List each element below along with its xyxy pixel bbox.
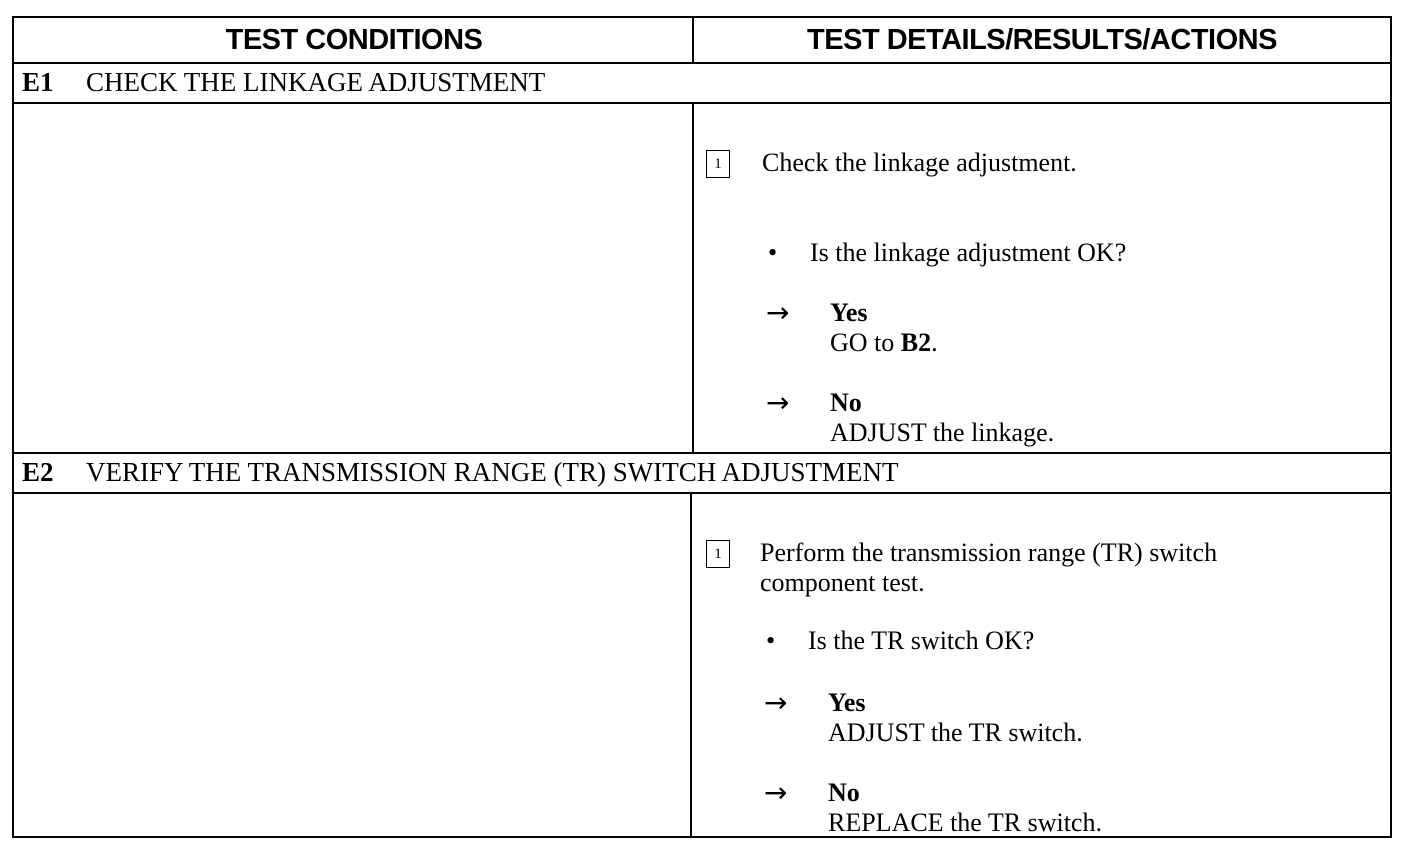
e2-no-arrow-icon: → xyxy=(764,776,788,809)
section-e1-divider xyxy=(14,102,1390,104)
e2-no-label: No xyxy=(828,778,860,807)
e2-yes-arrow-icon: → xyxy=(764,686,788,719)
e2-step-text-line-2: component test. xyxy=(760,568,925,597)
e1-yes-arrow-icon: → xyxy=(766,296,790,329)
e1-yes-action-prefix: GO to xyxy=(830,328,901,357)
column-header-test-details: TEST DETAILS/RESULTS/ACTIONS xyxy=(807,23,1277,56)
e2-yes-label: Yes xyxy=(828,688,866,717)
column-header-test-conditions: TEST CONDITIONS xyxy=(225,23,483,56)
section-e2-id: E2 xyxy=(22,456,54,487)
e1-step-text: Check the linkage adjustment. xyxy=(762,148,1077,177)
e2-step-text-line-1: Perform the transmission range (TR) swit… xyxy=(760,538,1218,567)
e2-step-number-box: 1 xyxy=(706,540,730,568)
e1-column-separator xyxy=(692,102,694,452)
e1-no-action: ADJUST the linkage. xyxy=(830,418,1055,447)
e1-bullet: • xyxy=(768,238,778,267)
section-e2-header: E2 VERIFY THE TRANSMISSION RANGE (TR) SW… xyxy=(22,454,899,490)
section-e2-divider xyxy=(14,492,1390,494)
e2-column-separator xyxy=(690,492,692,836)
e2-no-answer: No REPLACE the TR switch. xyxy=(828,778,1102,838)
header-column-separator xyxy=(692,18,694,62)
e2-step-text: Perform the transmission range (TR) swit… xyxy=(760,538,1217,598)
e1-no-answer: No ADJUST the linkage. xyxy=(830,388,1054,448)
e2-question: Is the TR switch OK? xyxy=(808,626,1035,655)
e1-yes-answer: Yes GO to B2. xyxy=(830,298,938,358)
e1-yes-action-target: B2 xyxy=(900,328,932,357)
section-e1-id: E1 xyxy=(22,66,54,97)
e2-yes-action: ADJUST the TR switch. xyxy=(828,718,1083,747)
e1-yes-action-suffix: . xyxy=(931,328,938,357)
e1-no-arrow-icon: → xyxy=(766,386,790,419)
e2-no-action: REPLACE the TR switch. xyxy=(828,808,1102,837)
e1-yes-label: Yes xyxy=(830,298,868,327)
section-e1-header: E1 CHECK THE LINKAGE ADJUSTMENT xyxy=(22,64,545,100)
test-table: TEST CONDITIONS TEST DETAILS/RESULTS/ACT… xyxy=(12,16,1392,838)
e1-step-number-box: 1 xyxy=(706,150,730,178)
e1-question: Is the linkage adjustment OK? xyxy=(810,238,1127,267)
e2-yes-answer: Yes ADJUST the TR switch. xyxy=(828,688,1083,748)
header-divider xyxy=(14,62,1390,64)
e2-bullet: • xyxy=(766,626,776,655)
section-e2-top-divider xyxy=(14,452,1390,454)
section-e2-title: VERIFY THE TRANSMISSION RANGE (TR) SWITC… xyxy=(86,456,899,487)
e1-no-label: No xyxy=(830,388,862,417)
section-e1-title: CHECK THE LINKAGE ADJUSTMENT xyxy=(86,66,546,97)
